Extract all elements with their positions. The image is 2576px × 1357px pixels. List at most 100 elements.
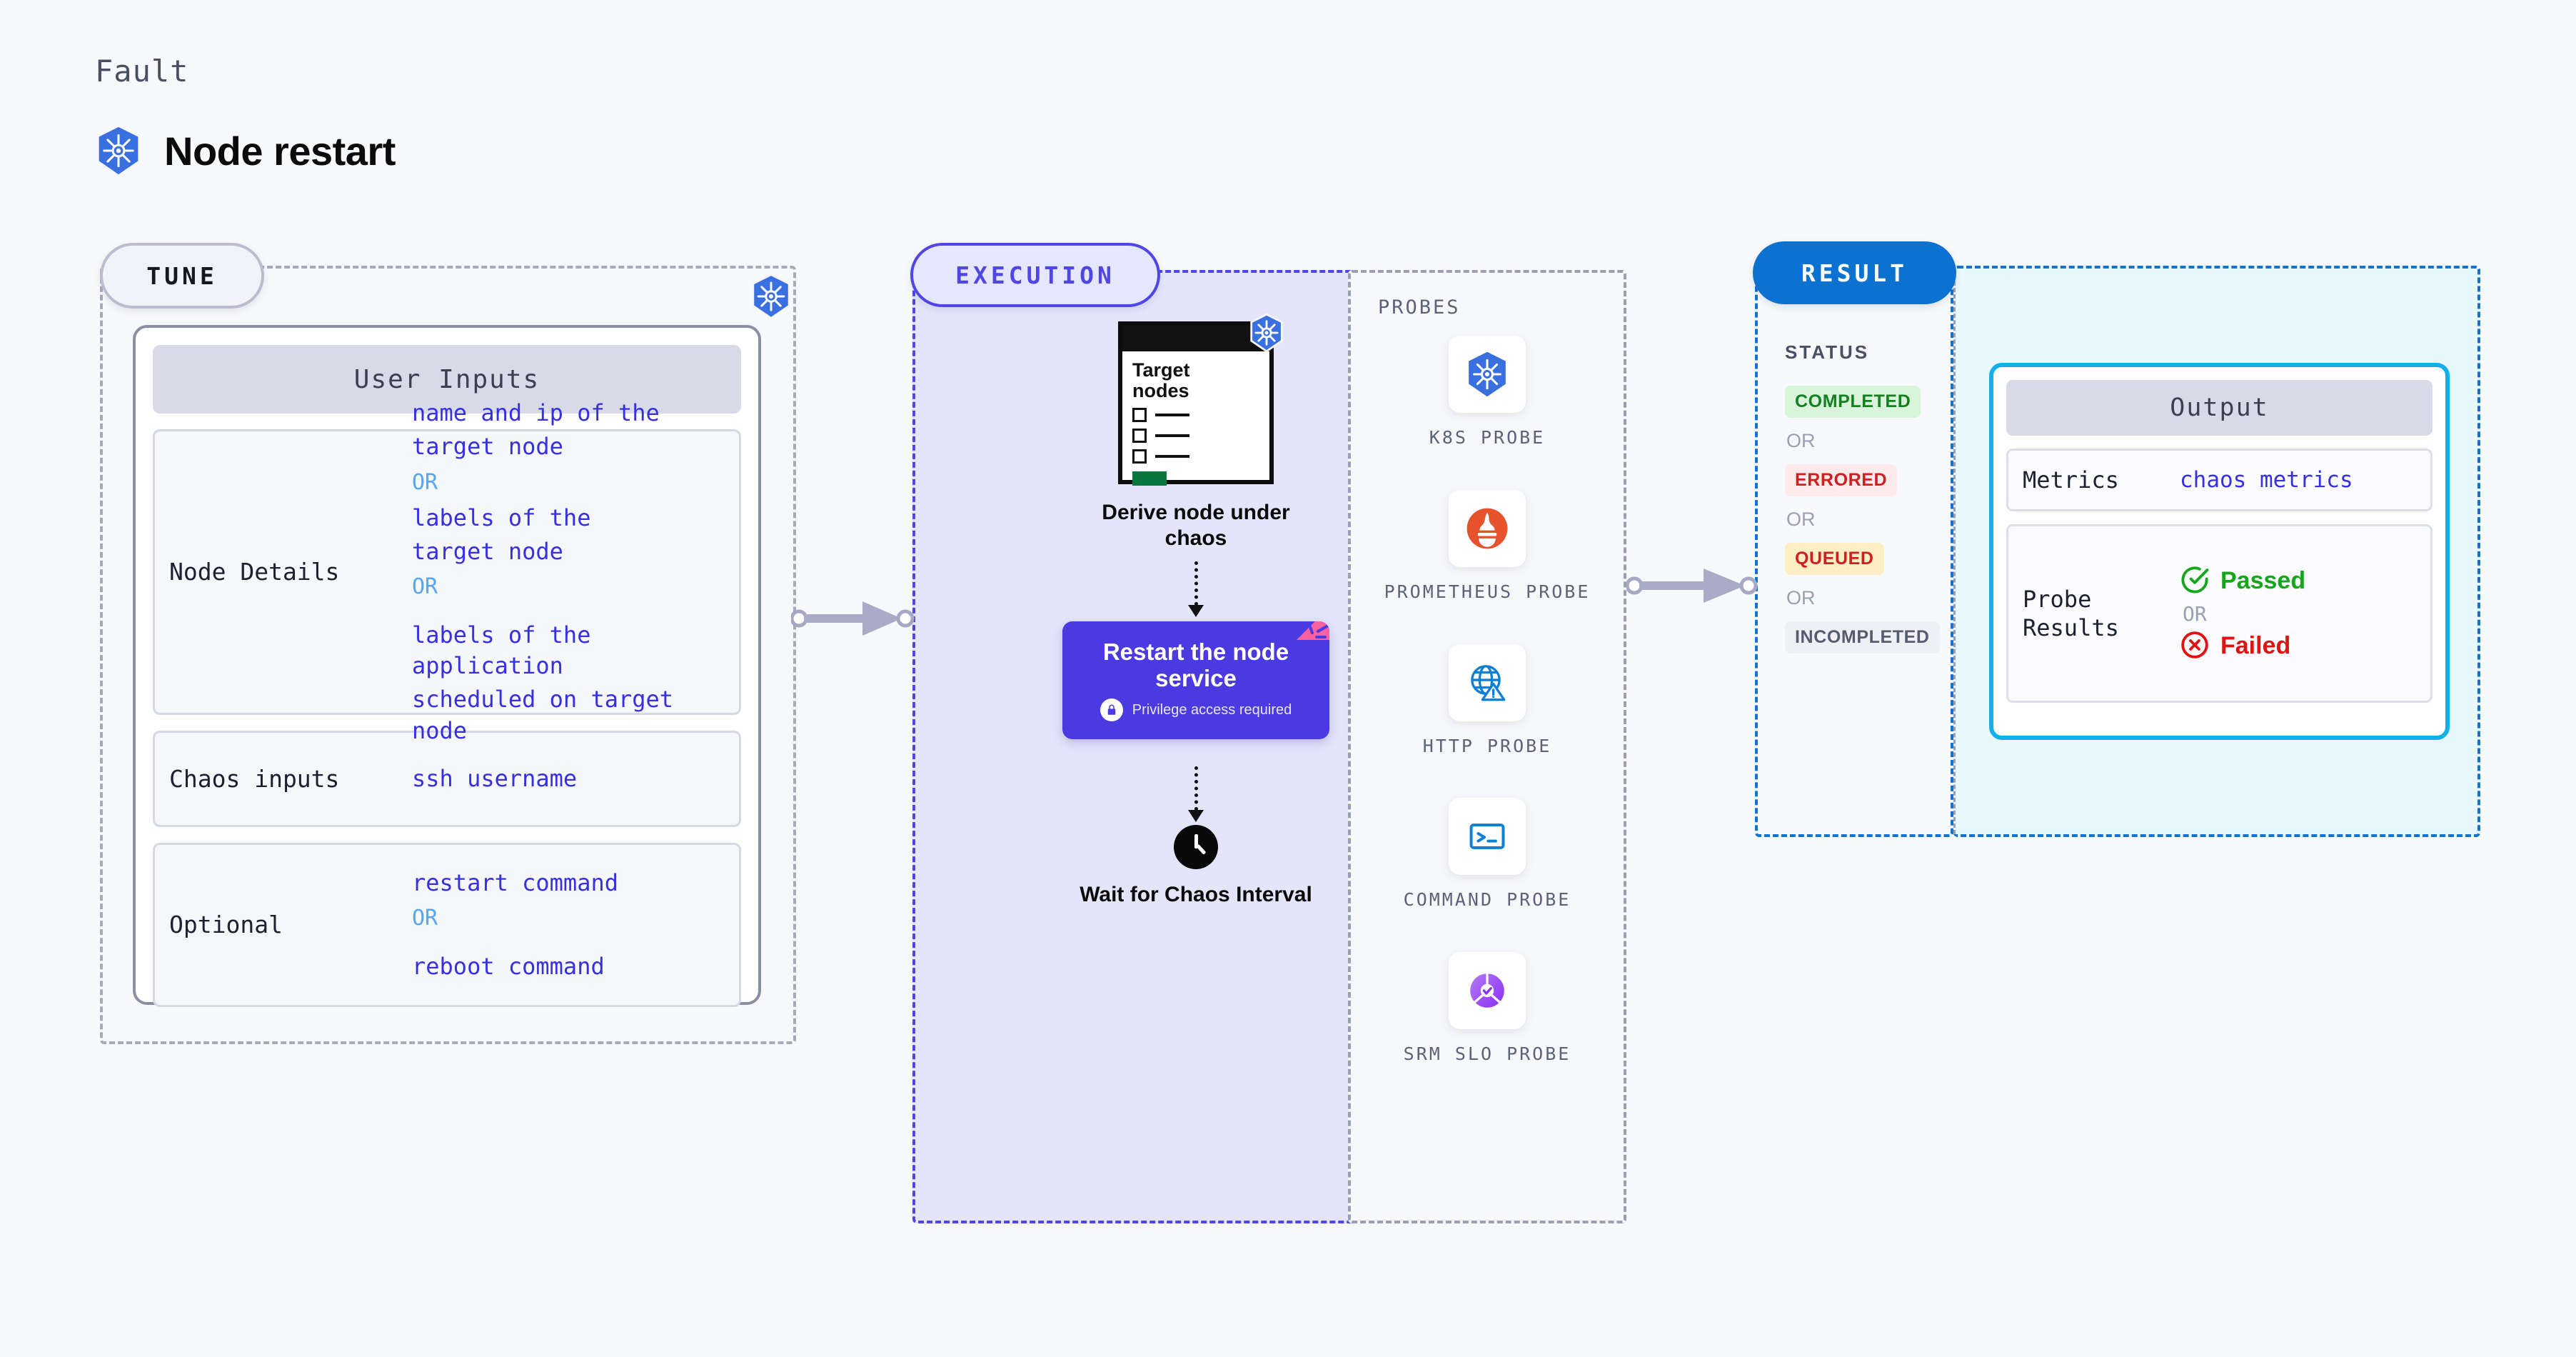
kubernetes-icon — [93, 125, 144, 176]
tune-or-label: OR — [412, 906, 438, 931]
execution-flow-column: Target nodes — [928, 313, 1464, 908]
tune-value: reboot command — [412, 953, 605, 980]
output-row-label: Probe Results — [2023, 586, 2119, 641]
output-row-metrics: Metrics chaos metrics — [2006, 449, 2432, 511]
node-checkbox-row[interactable] — [1132, 449, 1259, 464]
tune-value: ssh username — [412, 764, 578, 792]
output-title: Output — [2006, 380, 2432, 436]
tune-row-label: Node Details — [169, 558, 340, 586]
x-circle-icon — [2180, 630, 2210, 663]
tune-value: restart command — [412, 868, 618, 896]
status-badge: ERRORED — [1785, 464, 1898, 496]
spacer — [412, 938, 725, 948]
http-globe-warning-icon — [1449, 644, 1526, 721]
probe-label: K8S PROBE — [1429, 427, 1546, 448]
kubernetes-icon — [748, 273, 795, 320]
list-line — [1155, 413, 1189, 416]
output-card: Output Metrics chaos metrics Probe Resul… — [1989, 363, 2450, 740]
probes-list: K8S PROBE PROMETHEUS PROBE — [1348, 336, 1626, 1106]
result-divider — [1953, 269, 1956, 834]
tune-row-values: restart command OR reboot command — [412, 868, 725, 982]
connector-tune-to-execution — [790, 597, 920, 643]
tune-or-label: OR — [412, 574, 438, 599]
list-line — [1155, 434, 1189, 437]
privilege-note-row: Privilege access required — [1100, 698, 1292, 722]
clock-icon — [1174, 825, 1218, 869]
selected-node-indicator — [1132, 471, 1167, 486]
probe-label: COMMAND PROBE — [1403, 889, 1571, 911]
kubernetes-icon — [1247, 313, 1287, 353]
arrow-line — [1194, 766, 1198, 811]
checkbox-icon[interactable] — [1132, 449, 1147, 464]
terminal-icon — [1449, 798, 1526, 876]
tune-section-box — [100, 266, 796, 1044]
checkbox-icon[interactable] — [1132, 428, 1147, 443]
checkbox-icon[interactable] — [1132, 407, 1147, 422]
node-checkbox-row[interactable] — [1132, 407, 1259, 422]
target-nodes-title-line2: nodes — [1132, 379, 1189, 401]
flow-arrow-down — [1188, 561, 1204, 617]
status-or-label: OR — [1786, 587, 1816, 609]
execution-step-caption: Wait for Chaos Interval — [1080, 883, 1312, 906]
tune-row-chaos-inputs: Chaos inputs ssh username — [153, 731, 741, 827]
probes-section-box — [1348, 270, 1626, 1223]
target-nodes-title-line1: Target — [1132, 359, 1190, 381]
probe-result-or-label: OR — [2183, 601, 2207, 626]
restart-step-title: Restart the node service — [1102, 638, 1289, 691]
tune-value: scheduled on target node — [412, 686, 674, 744]
chaos-ribbon-icon — [1285, 621, 1329, 666]
arrow-head — [1188, 810, 1204, 822]
execution-step-caption: Derive node under chaos — [1102, 501, 1290, 550]
probe-label: SRM SLO PROBE — [1403, 1043, 1571, 1064]
check-circle-icon — [2180, 565, 2210, 598]
lock-icon — [1100, 698, 1123, 722]
tune-row-node-details: Node Details name and ip of the target n… — [153, 399, 741, 744]
spacer — [412, 607, 725, 617]
probe-result-passed: Passed — [2180, 565, 2305, 598]
connector-execution-to-result — [1625, 564, 1762, 610]
status-badge: QUEUED — [1785, 543, 1884, 575]
result-section-pill[interactable]: RESULT — [1753, 241, 1956, 304]
probe-label: HTTP PROBE — [1422, 735, 1552, 756]
tune-value: target node — [412, 433, 563, 461]
probe-item-http[interactable]: HTTP PROBE — [1348, 644, 1626, 758]
status-badge-list: COMPLETED OR ERRORED OR QUEUED OR INCOMP… — [1785, 386, 1949, 654]
execution-section-pill[interactable]: EXECUTION — [910, 243, 1160, 307]
target-nodes-body: Target nodes — [1122, 351, 1269, 486]
page-title: Node restart — [164, 128, 396, 174]
tune-row-label: Optional — [169, 911, 283, 939]
page-title-row: Node restart — [93, 125, 396, 176]
srm-slo-icon — [1449, 952, 1526, 1029]
probe-label: PROMETHEUS PROBE — [1384, 581, 1591, 602]
probe-result-options: Passed OR Failed — [2180, 565, 2305, 663]
probe-result-failed: Failed — [2180, 630, 2305, 663]
status-badge: INCOMPLETED — [1785, 621, 1940, 654]
tune-row-label: Chaos inputs — [169, 764, 340, 793]
probe-item-prometheus[interactable]: PROMETHEUS PROBE — [1348, 489, 1626, 604]
arrow-head — [1188, 605, 1204, 617]
probe-item-srm-slo[interactable]: SRM SLO PROBE — [1348, 952, 1626, 1066]
privilege-note-text: Privilege access required — [1132, 701, 1292, 718]
tune-value: target node — [412, 537, 563, 565]
probe-item-k8s[interactable]: K8S PROBE — [1348, 336, 1626, 450]
tune-section-pill[interactable]: TUNE — [100, 243, 264, 309]
probe-item-command[interactable]: COMMAND PROBE — [1348, 798, 1626, 912]
kubernetes-icon — [1449, 336, 1526, 413]
user-inputs-title: User Inputs — [153, 345, 741, 414]
status-title: STATUS — [1785, 341, 1870, 363]
output-row-label: Metrics — [2023, 466, 2119, 494]
flow-arrow-down — [1188, 766, 1204, 822]
tune-value: labels of the application — [412, 621, 591, 680]
tune-row-optional: Optional restart command OR reboot comma… — [153, 843, 741, 1007]
output-metrics-value: chaos metrics — [2180, 467, 2353, 493]
fault-eyebrow-label: Fault — [95, 54, 189, 89]
passed-label: Passed — [2220, 567, 2306, 594]
restart-node-service-step[interactable]: Restart the node service Privilege acces… — [1062, 621, 1329, 739]
prometheus-icon — [1449, 489, 1526, 567]
tune-value: name and ip of the — [412, 399, 660, 427]
status-or-label: OR — [1786, 430, 1816, 451]
tune-value: labels of the — [412, 504, 591, 531]
user-inputs-card: User Inputs Node Details name and ip of … — [133, 325, 761, 1007]
node-checkbox-row[interactable] — [1132, 428, 1259, 443]
